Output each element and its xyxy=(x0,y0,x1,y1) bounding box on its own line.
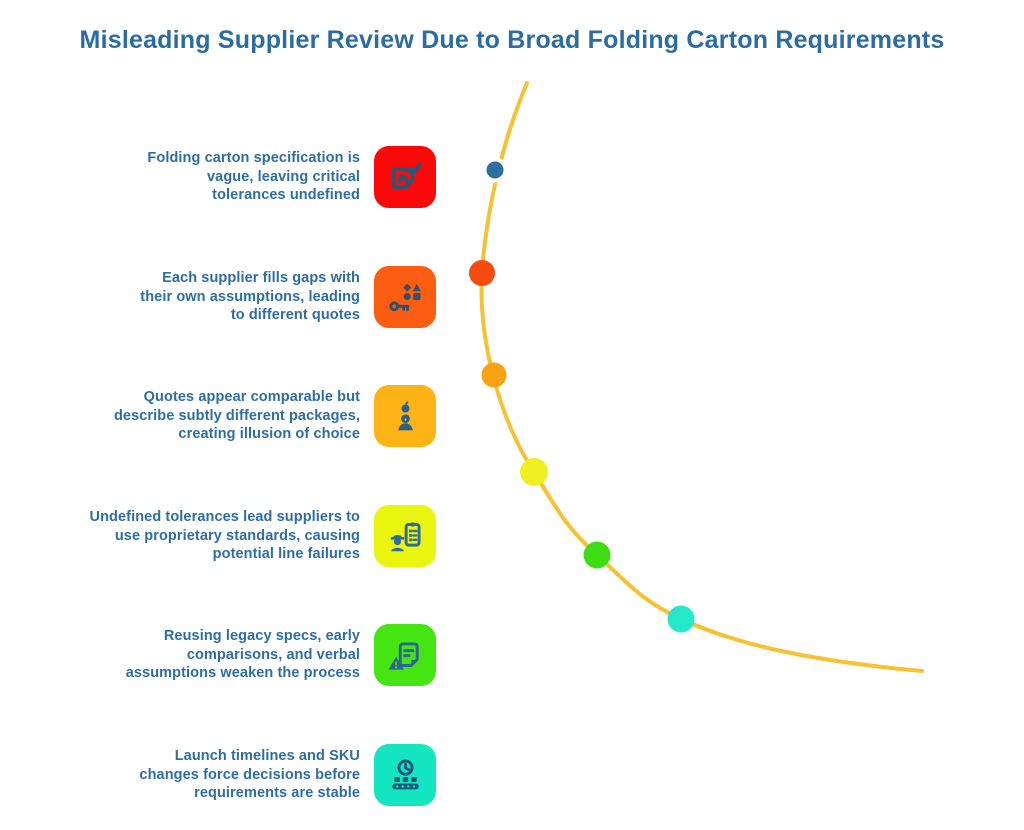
step-text-line: describe subtly different packages, xyxy=(113,407,360,424)
step-description: Launch timelines and SKU changes force d… xyxy=(139,747,360,803)
step-text-line: comparisons, and verbal xyxy=(186,646,360,663)
process-step: Folding carton specification is vague, l… xyxy=(48,146,436,208)
person-apple-icon xyxy=(387,398,424,435)
shapes-key-icon xyxy=(387,279,424,316)
step-description: Undefined tolerances lead suppliers to u… xyxy=(90,508,361,564)
milestone-dot xyxy=(482,157,508,183)
process-step: Launch timelines and SKU changes force d… xyxy=(48,744,436,806)
step-text-line: their own assumptions, leading xyxy=(140,288,360,305)
step-description: Quotes appear comparable but describe su… xyxy=(114,388,360,444)
step-icon-box xyxy=(374,744,436,806)
step-icon-box xyxy=(374,385,436,447)
step-description: Folding carton specification is vague, l… xyxy=(147,149,360,205)
step-text-line: tolerances undefined xyxy=(212,187,360,204)
timeline-curve-path xyxy=(479,81,924,673)
step-text-line: vague, leaving critical xyxy=(206,168,360,185)
milestone-dot xyxy=(667,605,695,633)
step-icon-box xyxy=(374,146,436,208)
page-title: Misleading Supplier Review Due to Broad … xyxy=(79,26,945,54)
process-step: Each supplier fills gaps with their own … xyxy=(48,266,436,328)
step-text-line: Launch timelines and SKU xyxy=(174,748,360,765)
process-step: Undefined tolerances lead suppliers to u… xyxy=(48,505,436,567)
milestone-dot xyxy=(481,362,507,388)
step-icon-box xyxy=(374,505,436,567)
step-description: Reusing legacy specs, early comparisons,… xyxy=(126,627,360,683)
step-text-line: use proprietary standards, causing xyxy=(114,527,360,544)
engineer-checklist-icon xyxy=(387,518,424,555)
step-text-line: Undefined tolerances lead suppliers to xyxy=(89,509,360,526)
step-text-line: Quotes appear comparable but xyxy=(143,389,360,406)
step-icon-box xyxy=(374,624,436,686)
step-text-line: to different quotes xyxy=(230,307,360,324)
step-text-line: potential line failures xyxy=(212,546,360,563)
milestone-dot xyxy=(469,260,495,286)
milestone-dot xyxy=(583,541,611,569)
step-description: Each supplier fills gaps with their own … xyxy=(140,269,360,325)
step-text-line: Each supplier fills gaps with xyxy=(162,270,360,287)
step-text-line: Reusing legacy specs, early xyxy=(163,628,360,645)
milestone-dot xyxy=(520,458,548,486)
step-icon-box xyxy=(374,266,436,328)
step-text-line: Folding carton specification is xyxy=(147,150,360,167)
step-text-line: assumptions weaken the process xyxy=(125,665,360,682)
clock-conveyor-icon xyxy=(387,757,424,794)
process-step: Quotes appear comparable but describe su… xyxy=(48,385,436,447)
step-text-line: changes force decisions before xyxy=(139,766,360,783)
process-step: Reusing legacy specs, early comparisons,… xyxy=(48,624,436,686)
spec-note-check-icon xyxy=(387,159,424,196)
step-text-line: creating illusion of choice xyxy=(178,426,360,443)
document-warning-icon xyxy=(387,637,424,674)
step-text-line: requirements are stable xyxy=(194,785,360,802)
